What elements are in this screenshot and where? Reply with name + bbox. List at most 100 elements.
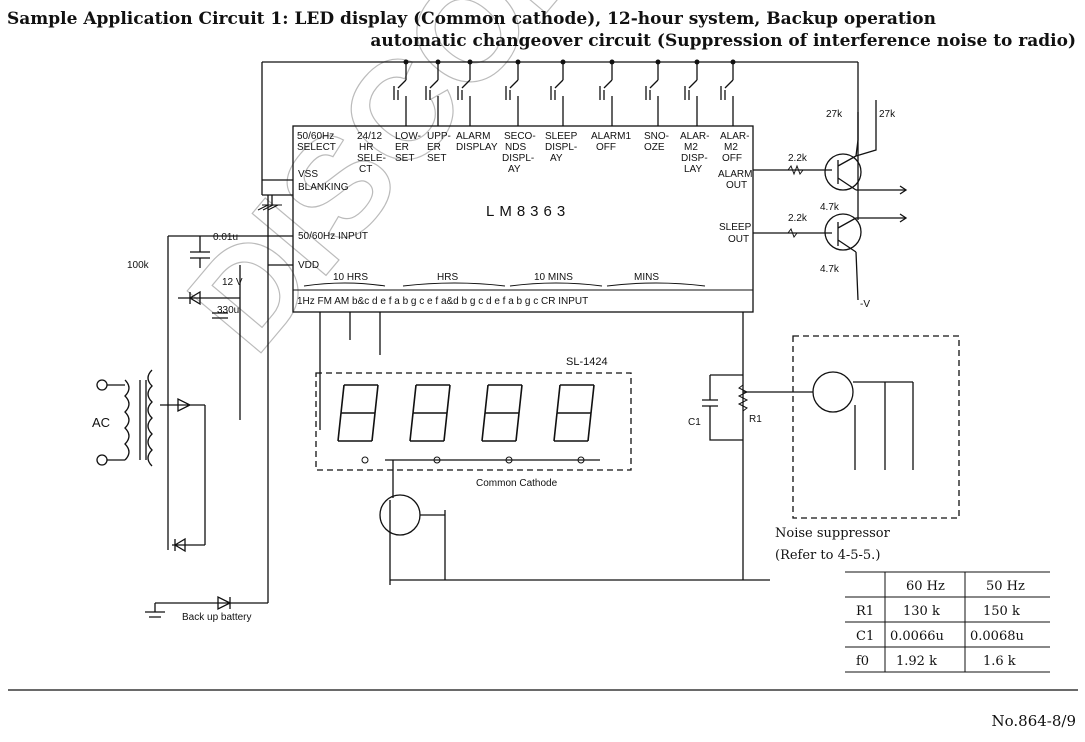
r1-label: R1 <box>749 414 762 425</box>
pushbutton-switch <box>550 62 564 126</box>
junction-dot <box>609 59 615 65</box>
ac-label: AC <box>92 415 110 430</box>
table-cell: 0.0068u <box>970 629 1024 644</box>
pin-label-sleep-out-1: SLEEP <box>719 222 752 233</box>
capacitor-001u: 0.01u <box>213 232 238 243</box>
pin-label: CT <box>359 164 372 175</box>
group-label: MINS <box>634 272 659 283</box>
pin-label-alarm-out-1: ALARM <box>718 169 752 180</box>
digit-segment <box>374 384 379 414</box>
table-cell: R1 <box>856 604 874 619</box>
pin-label-blanking: BLANKING <box>298 182 349 193</box>
junction-dot <box>694 59 700 65</box>
pushbutton-switch <box>505 62 519 126</box>
resistor-27k-2: 27k <box>879 109 896 120</box>
watermark: DISCON <box>158 0 628 379</box>
pin-label: DISP- <box>681 153 708 164</box>
pin-label: ALAR- <box>720 131 749 142</box>
transistor-alarm <box>824 153 862 191</box>
digit-segment <box>446 384 451 414</box>
suppressor-transistor <box>812 371 854 413</box>
resistor-27k-1: 27k <box>826 109 843 120</box>
pushbutton-switch <box>645 62 659 126</box>
pin-label: ALAR- <box>680 131 709 142</box>
pin-label: LAY <box>684 164 702 175</box>
group-label: HRS <box>437 272 458 283</box>
pin-label: SET <box>427 153 446 164</box>
transistor-sleep <box>824 213 862 251</box>
resistor-2k2-1: 2.2k <box>788 153 808 164</box>
pin-label: HR <box>359 142 373 153</box>
pushbutton-switch <box>599 62 613 126</box>
noise-suppressor-label: Noise suppressor <box>775 526 891 541</box>
page-title-line1: Sample Application Circuit 1: LED displa… <box>7 9 936 29</box>
resistor-4k7-2: 4.7k <box>820 264 840 275</box>
digit-segment <box>371 412 376 442</box>
pushbutton-switch <box>393 62 407 126</box>
switch-row <box>393 59 736 126</box>
table-cell: f0 <box>856 654 869 669</box>
junction-dot <box>655 59 661 65</box>
c1-label: C1 <box>688 417 701 428</box>
digit-segment <box>484 384 489 414</box>
cathode-transistor <box>379 494 421 536</box>
resistor-4k7-1: 4.7k <box>820 202 840 213</box>
pin-label: SELECT <box>297 142 336 153</box>
table-cell: C1 <box>856 629 874 644</box>
lm8363-chip <box>292 125 754 313</box>
supply-neg-label: -V <box>860 299 870 310</box>
zener-12v: 12 V <box>222 277 243 288</box>
table-cell: 150 k <box>983 604 1020 619</box>
chip-name: LM8363 <box>486 203 570 220</box>
page-number: No.864-8/9 <box>992 712 1077 730</box>
pin-label: DISPLAY <box>456 142 498 153</box>
page-title-line2: automatic changeover circuit (Suppressio… <box>370 31 1076 51</box>
junction-dot <box>403 59 409 65</box>
pin-label: NDS <box>505 142 526 153</box>
digit-segment <box>337 412 342 442</box>
resistor-100k: 100k <box>127 260 150 271</box>
digit-segment <box>409 412 414 442</box>
backup-battery-label: Back up battery <box>182 612 251 623</box>
pin-label: SET <box>395 153 414 164</box>
digit-segment <box>518 384 523 414</box>
noise-suppressor-ref: (Refer to 4-5-5.) <box>775 548 880 563</box>
pin-label: OFF <box>596 142 616 153</box>
pin-label-vss: VSS <box>298 169 318 180</box>
pin-label: DISPL- <box>545 142 577 153</box>
pin-label: SNO- <box>644 131 669 142</box>
pushbutton-switch <box>457 62 471 126</box>
pin-label-sleep-out-2: OUT <box>728 234 749 245</box>
group-label: 10 HRS <box>333 272 368 283</box>
table-cell: 1.92 k <box>896 654 937 669</box>
pin-label: ALARM <box>456 131 490 142</box>
group-label: 10 MINS <box>534 272 573 283</box>
digit-segment <box>443 412 448 442</box>
pin-label: ER <box>395 142 409 153</box>
junction-dot <box>435 59 441 65</box>
pin-label-vdd: VDD <box>298 260 319 271</box>
pin-label: LOW- <box>395 131 421 142</box>
component-value-table: 60 Hz 50 Hz R1 130 k 150 k C1 0.0066u 0.… <box>845 571 1050 673</box>
digit-segment <box>556 384 561 414</box>
digit-segment <box>587 412 592 442</box>
table-cell: 0.0066u <box>890 629 944 644</box>
noise-suppressor-box <box>792 335 960 519</box>
display-name: SL-1424 <box>566 356 608 368</box>
pushbutton-switch <box>684 62 698 126</box>
chip-top-pin-labels: 50/60Hz SELECT 24/12 HR SELE- CT LOW- ER… <box>297 131 749 175</box>
bottom-pin-labels: 1Hz FM AM b&c d e f a b g c e f a&d b g … <box>297 296 588 307</box>
display-digits <box>337 384 595 464</box>
junction-dot <box>515 59 521 65</box>
digit-segment <box>412 384 417 414</box>
pin-label: SLEEP <box>545 131 578 142</box>
table-cell: 130 k <box>903 604 940 619</box>
digit-segment <box>553 412 558 442</box>
digit-segment <box>340 384 345 414</box>
pin-label: SELE- <box>357 153 386 164</box>
display-cathode-label: Common Cathode <box>476 478 558 489</box>
pin-label: AY <box>508 164 521 175</box>
table-header: 60 Hz <box>906 579 945 594</box>
